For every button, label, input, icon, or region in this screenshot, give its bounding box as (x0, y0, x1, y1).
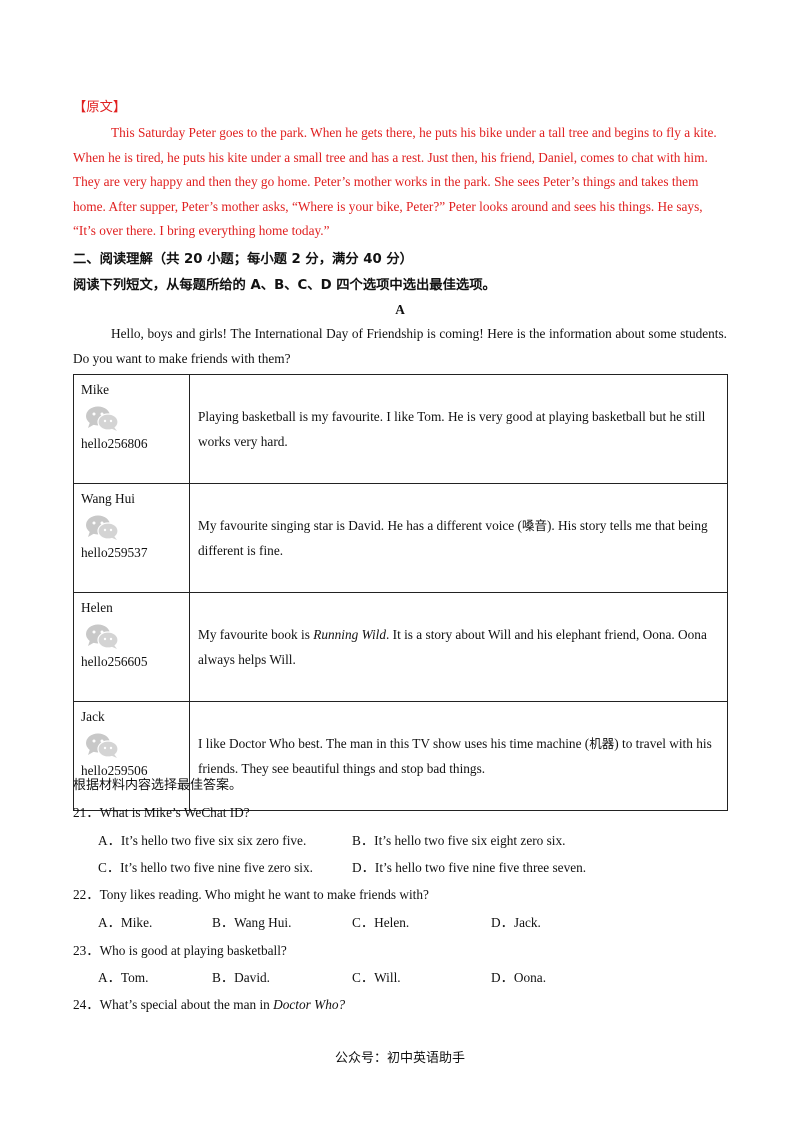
student-cell: Wang Hui hello259537 (73, 483, 190, 593)
option-23-b: B．David. (212, 970, 270, 985)
table-row: Jack hello259506 I like Doctor Who best.… (73, 701, 728, 811)
option-21-d: D．It’s hello two five nine five three se… (352, 860, 587, 875)
description-text: ). His story tells me that being differe… (198, 518, 708, 558)
section-title: 二、阅读理解（共 20 小题；每小题 2 分，满分 40 分） (73, 252, 413, 267)
student-name: Helen (81, 600, 113, 615)
wechat-id: hello259537 (81, 545, 148, 560)
description-text: My favourite book is (198, 627, 314, 642)
wechat-icon (86, 406, 119, 431)
option-21-b: B．It’s hello two five six eight zero six… (352, 833, 566, 848)
question-22: 22．Tony likes reading. Who might he want… (73, 887, 429, 902)
student-name: Wang Hui (81, 491, 135, 506)
description-text: . It is a story about Will and his eleph… (198, 627, 707, 667)
question-24-stem: 24．What’s special about the man in (73, 997, 274, 1012)
wechat-icon (86, 733, 119, 758)
section-instruction: 阅读下列短文，从每题所给的 A、B、C、D 四个选项中选出最佳选项。 (73, 278, 496, 293)
option-22-c: C．Helen. (352, 915, 410, 930)
student-description: Playing basketball is my favourite. I li… (189, 374, 728, 484)
question-21: 21．What is Mike’s WeChat ID? (73, 805, 250, 820)
student-info-table: Mike hello256806 Playing basketball is m… (73, 374, 728, 811)
option-21-c: C．It’s hello two five nine five zero six… (98, 860, 313, 875)
table-row: Helen hello256605 My favourite book is R… (73, 592, 728, 702)
option-21-a: A．It’s hello two five six six zero five. (98, 833, 307, 848)
student-description: My favourite book is Running Wild. It is… (189, 592, 728, 702)
show-title: Doctor Who? (273, 997, 346, 1012)
description-chinese-gloss: 嗓音 (521, 518, 547, 533)
wechat-icon (86, 624, 119, 649)
description-text: My favourite singing star is David. He h… (198, 518, 522, 533)
question-23: 23．Who is good at playing basketball? (73, 943, 287, 958)
table-row: Wang Hui hello259537 My favourite singin… (73, 483, 728, 593)
wechat-id: hello259506 (81, 763, 148, 778)
question-24: 24．What’s special about the man in Docto… (73, 994, 345, 1013)
wechat-icon (86, 515, 119, 540)
student-name: Jack (81, 709, 105, 724)
answer-instruction: 根据材料内容选择最佳答案。 (73, 778, 243, 793)
original-text-tag: 【原文】 (73, 100, 127, 115)
original-text-paragraph: This Saturday Peter goes to the park. Wh… (73, 125, 717, 238)
description-chinese-gloss: 机器 (589, 736, 615, 751)
description-text: I like Doctor Who best. The man in this … (198, 736, 590, 751)
option-22-d: D．Jack. (491, 915, 541, 930)
option-22-b: B．Wang Hui. (212, 915, 292, 930)
wechat-id: hello256806 (81, 436, 148, 451)
option-23-c: C．Will. (352, 970, 401, 985)
description-text: ) to travel with his friends. They see b… (198, 736, 712, 776)
student-cell: Helen hello256605 (73, 592, 190, 702)
option-23-a: A．Tom. (98, 970, 149, 985)
book-title: Running Wild (313, 627, 386, 642)
option-23-d: D．Oona. (491, 970, 547, 985)
student-description: My favourite singing star is David. He h… (189, 483, 728, 593)
student-description: I like Doctor Who best. The man in this … (189, 701, 728, 811)
passage-intro: Hello, boys and girls! The International… (73, 326, 727, 366)
wechat-id: hello256605 (81, 654, 148, 669)
passage-label: A (395, 302, 405, 317)
student-name: Mike (81, 382, 110, 397)
student-cell: Mike hello256806 (73, 374, 190, 484)
student-cell: Jack hello259506 (73, 701, 190, 811)
footer-account: 公众号：初中英语助手 (334, 1051, 465, 1066)
table-row: Mike hello256806 Playing basketball is m… (73, 374, 728, 484)
option-22-a: A．Mike. (98, 915, 153, 930)
